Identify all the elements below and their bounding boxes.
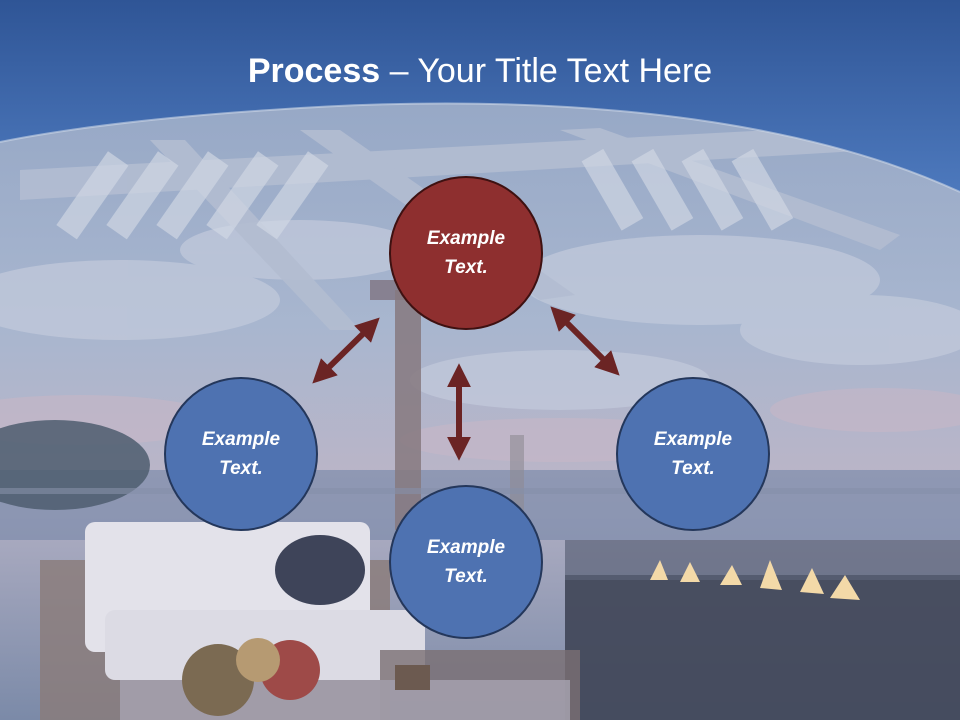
arrow-top-left [312, 317, 380, 384]
node-top-text: Example Text. [406, 224, 526, 282]
process-node-top: Example Text. [389, 176, 543, 330]
node-bottom-line1: Example [426, 537, 506, 558]
process-node-left: Example Text. [164, 377, 318, 531]
title-bold: Process [247, 52, 381, 90]
node-right-text: Example Text. [633, 425, 753, 483]
arrow-top-right [550, 306, 620, 376]
node-right-line2: Text. [671, 458, 715, 479]
process-node-bottom: Example Text. [389, 485, 543, 639]
node-bottom-text: Example Text. [406, 533, 526, 591]
node-top-line1: Example [426, 228, 506, 249]
node-bottom-line2: Text. [444, 566, 488, 587]
node-top-line2: Text. [444, 257, 488, 278]
node-right-line1: Example [653, 429, 733, 450]
title-rest: – Your Title Text Here [380, 52, 713, 90]
node-left-line1: Example [201, 429, 281, 450]
node-left-text: Example Text. [181, 425, 301, 483]
node-left-line2: Text. [219, 458, 263, 479]
slide-title: Process – Your Title Text Here [0, 52, 960, 91]
process-node-right: Example Text. [616, 377, 770, 531]
